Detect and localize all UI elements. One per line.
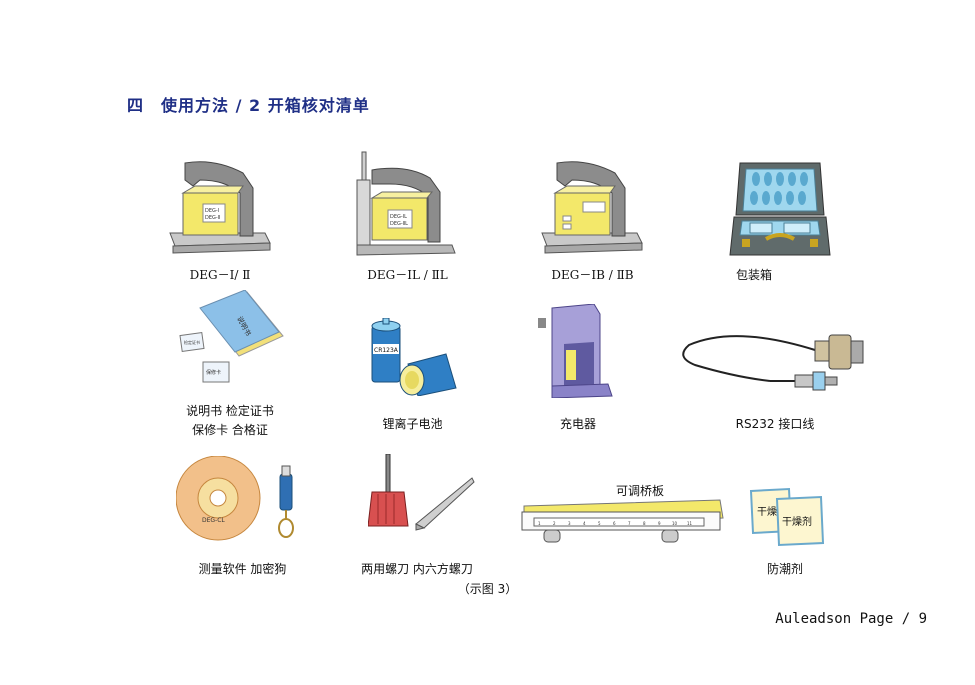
deg-b-device-illustration xyxy=(541,161,643,254)
svg-text:10: 10 xyxy=(672,521,678,526)
section-heading: 四 使用方法 / 2 开箱核对清单 xyxy=(127,96,370,115)
caption-case: 包装箱 xyxy=(736,268,773,282)
caption-charger: 充电器 xyxy=(559,417,596,431)
caption-bridge-board: 可调桥板 xyxy=(615,484,664,498)
bridge-board-ticks: 1 2 3 4 5 6 7 8 9 10 11 xyxy=(538,521,693,526)
software-dongle-image: DEG-CL xyxy=(176,456,306,546)
figure-caption: （示图 3） xyxy=(457,582,518,596)
caption-documents-1: 说明书 检定证书 xyxy=(186,404,274,418)
desiccant-image: 干燥 干燥剂 xyxy=(747,485,827,550)
bridge-board-image: 1 2 3 4 5 6 7 8 9 10 11 xyxy=(520,496,725,548)
documents-illustration: 说明书 检定证书 保修卡 xyxy=(179,290,284,383)
screwdrivers-image xyxy=(368,454,478,534)
cert-small-label: 检定证书 xyxy=(184,339,200,345)
caption-deg-1: DEG－Ⅰ/ Ⅱ xyxy=(189,268,251,282)
deg-l-device-image: DEG-ⅠL DEG-ⅡL xyxy=(352,150,462,260)
svg-text:7: 7 xyxy=(628,521,631,526)
svg-text:6: 6 xyxy=(613,521,616,526)
case-image xyxy=(728,155,833,260)
svg-text:9: 9 xyxy=(658,521,661,526)
cd-label: DEG-CL xyxy=(202,517,225,524)
svg-text:1: 1 xyxy=(538,521,541,526)
desiccant-illustration: 干燥 干燥剂 xyxy=(749,487,825,547)
deg-b-device-image xyxy=(537,158,647,258)
battery-label: CR123A xyxy=(374,347,399,354)
svg-text:5: 5 xyxy=(598,521,601,526)
rs232-cable-illustration xyxy=(682,334,864,391)
case-illustration xyxy=(729,162,831,256)
device-label-d: DEG-ⅡL xyxy=(390,221,408,227)
warranty-label: 保修卡 xyxy=(206,369,221,376)
caption-desiccant: 防潮剂 xyxy=(766,562,803,576)
software-dongle-illustration: DEG-CL xyxy=(176,456,294,541)
caption-deg-l: DEG－ⅠL / ⅡL xyxy=(367,268,448,282)
caption-deg-b: DEG－ⅠB / ⅡB xyxy=(551,268,634,282)
svg-text:4: 4 xyxy=(583,521,586,526)
desiccant-label-b: 干燥剂 xyxy=(782,515,812,528)
desiccant-label-a: 干燥 xyxy=(757,506,777,518)
documents-image: 说明书 检定证书 保修卡 xyxy=(175,290,290,390)
battery-illustration: CR123A xyxy=(371,318,457,396)
device-label-c: DEG-ⅠL xyxy=(390,214,407,220)
charger-illustration xyxy=(538,304,613,398)
svg-text:3: 3 xyxy=(568,521,571,526)
rs232-cable-image xyxy=(675,325,870,397)
device-label-a: DEG-Ⅰ xyxy=(205,208,219,214)
caption-documents-2: 保修卡 合格证 xyxy=(192,423,268,437)
deg-l-device-illustration: DEG-ⅠL DEG-ⅡL xyxy=(356,151,456,256)
device-label-b: DEG-Ⅱ xyxy=(205,215,220,221)
screwdrivers-illustration xyxy=(368,454,475,531)
caption-rs232: RS232 接口线 xyxy=(735,417,815,431)
svg-text:2: 2 xyxy=(553,521,556,526)
svg-text:11: 11 xyxy=(687,521,693,526)
case-foam-pattern xyxy=(750,172,808,205)
caption-screwdrivers: 两用螺刀 内六方螺刀 xyxy=(361,562,473,576)
battery-image: CR123A xyxy=(368,318,458,396)
caption-battery: 锂离子电池 xyxy=(382,417,443,431)
bridge-board-illustration: 1 2 3 4 5 6 7 8 9 10 11 xyxy=(521,499,724,543)
page-footer: Auleadson Page / 9 xyxy=(775,611,927,627)
charger-image xyxy=(538,304,618,398)
caption-software: 测量软件 加密狗 xyxy=(198,562,287,576)
deg-device-illustration: DEG-Ⅰ DEG-Ⅱ xyxy=(169,161,271,254)
deg-device-image: DEG-Ⅰ DEG-Ⅱ xyxy=(165,158,275,258)
svg-text:8: 8 xyxy=(643,521,646,526)
